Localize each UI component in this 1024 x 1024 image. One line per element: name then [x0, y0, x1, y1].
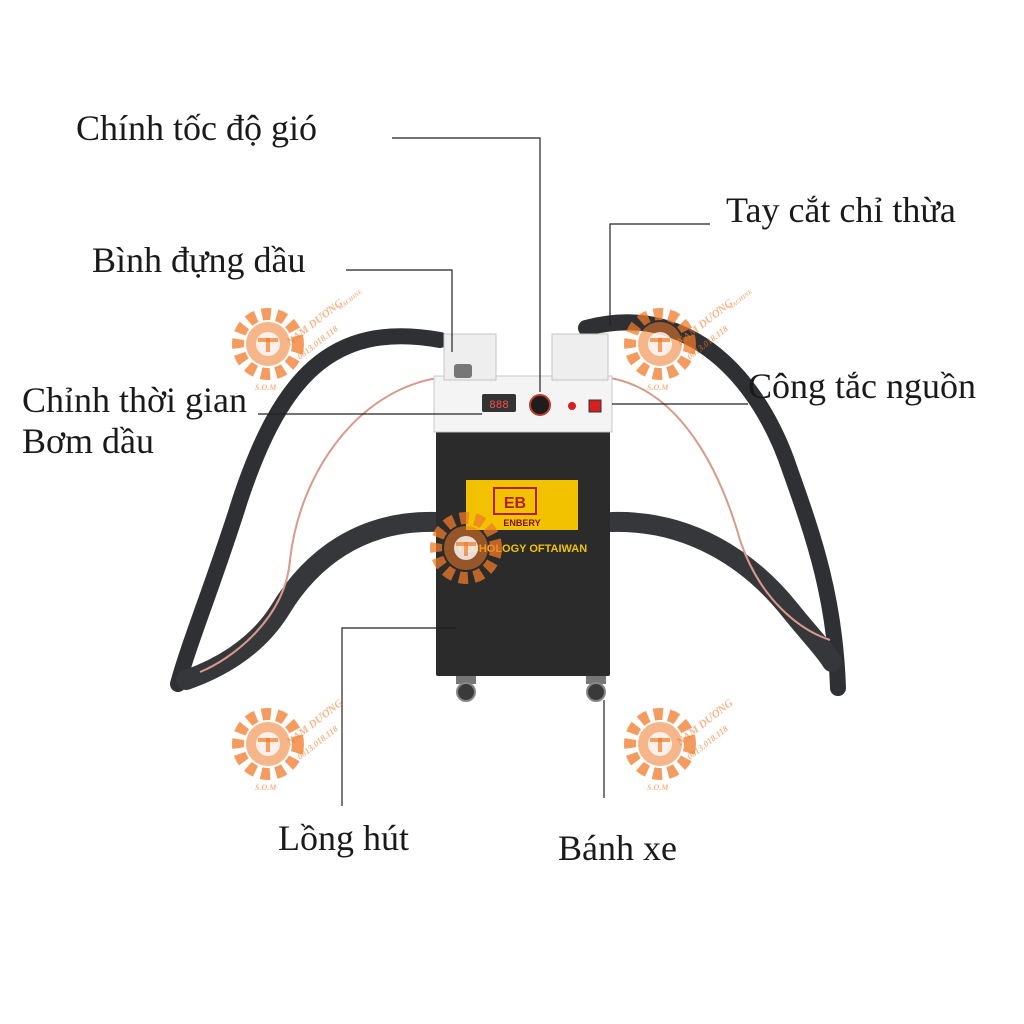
speed-knob	[529, 394, 551, 416]
label-suction-cage: Lồng hút	[278, 818, 409, 858]
left-wheel	[456, 676, 476, 702]
control-panel	[433, 375, 613, 433]
left-rear-hose	[170, 328, 448, 692]
watermark-badge-2: S.O.M	[647, 383, 669, 392]
right-wheel	[586, 676, 606, 702]
label-pump-timer: Chỉnh thời gian Bơm dầu	[22, 380, 247, 463]
label-pump-timer-line1: Chỉnh thời gian	[22, 380, 248, 420]
brand-name: ENBERY	[503, 518, 540, 528]
leader-lines	[258, 137, 748, 806]
watermark-badge-3: S.O.M	[255, 783, 277, 792]
label-thread-trimmer: Tay cắt chỉ thừa	[726, 190, 956, 230]
brand-logo: EB	[504, 495, 526, 512]
left-front-hose	[176, 511, 446, 690]
trimmer-tower	[551, 333, 609, 381]
timer-digits: 888	[489, 400, 509, 412]
right-front-hose	[602, 511, 842, 672]
label-power-switch: Công tắc nguồn	[748, 366, 976, 406]
label-wind-speed: Chính tốc độ gió	[76, 108, 317, 148]
watermark-badge-4: S.O.M	[647, 783, 669, 792]
watermark-badge-1: S.O.M	[255, 383, 277, 392]
label-oil-tank: Bình đựng dầu	[92, 240, 306, 280]
label-pump-timer-line2: Bơm dầu	[22, 421, 155, 462]
brand-slogan: TECHOLOGY OFTAIWAN	[457, 543, 587, 555]
label-wheel: Bánh xe	[558, 828, 677, 868]
timer-display	[482, 394, 516, 412]
power-switch	[588, 399, 602, 413]
